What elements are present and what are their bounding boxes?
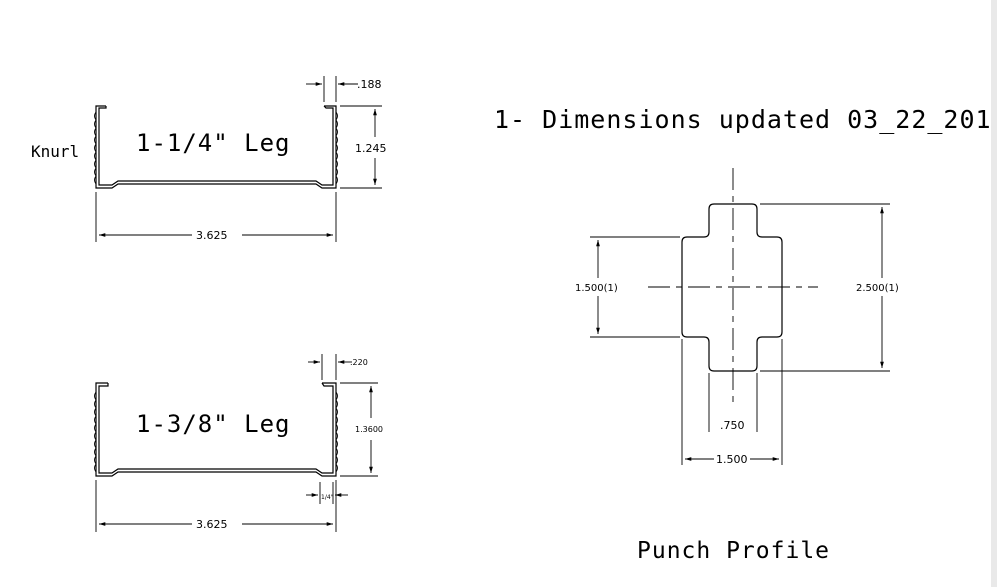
channel-bottom-inner: [98, 382, 334, 474]
revision-note: 1- Dimensions updated 03_22_2019: [494, 105, 997, 134]
punch-profile-title: Punch Profile: [637, 538, 830, 564]
channel-top-width-dim: 3.625: [196, 229, 228, 242]
punch-profile: 1.500(1) 2.500(1) .750 1.500 Punch Profi…: [575, 168, 899, 564]
channel-bottom-small-dim: 1/4": [321, 494, 334, 501]
channel-top-outline: [95, 105, 337, 189]
channel-bottom-width-dim: 3.625: [196, 518, 228, 531]
channel-top: 1-1/4" Leg Knurl 3.625 1.245 .188: [31, 76, 387, 242]
channel-bottom-outline: [95, 382, 337, 477]
punch-tab-dim: .750: [720, 419, 745, 432]
channel-top-inner: [98, 105, 334, 186]
knurl-label: Knurl: [31, 142, 79, 161]
channel-bottom-height-dim: 1.3600: [355, 425, 383, 434]
punch-outline: [681, 203, 783, 372]
channel-bottom-flange-dim: .220: [350, 358, 368, 367]
channel-top-flange-dim: .188: [357, 78, 382, 91]
channel-top-height-dim: 1.245: [355, 142, 387, 155]
punch-width-dim: 1.500: [716, 453, 748, 466]
channel-bottom-label: 1-3/8" Leg: [136, 410, 291, 438]
window-edge: [991, 0, 997, 587]
punch-right-dim: 2.500(1): [856, 283, 899, 294]
knurl-left-top: [94, 111, 97, 185]
knurl-right-top: [335, 111, 338, 185]
knurl-left-bottom: [94, 391, 97, 473]
channel-top-label: 1-1/4" Leg: [136, 129, 291, 157]
punch-left-dim: 1.500(1): [575, 283, 618, 294]
knurl-right-bottom: [335, 391, 338, 473]
channel-bottom: 1-3/8" Leg 3.625 1.3600 .220 1/4": [94, 354, 383, 532]
